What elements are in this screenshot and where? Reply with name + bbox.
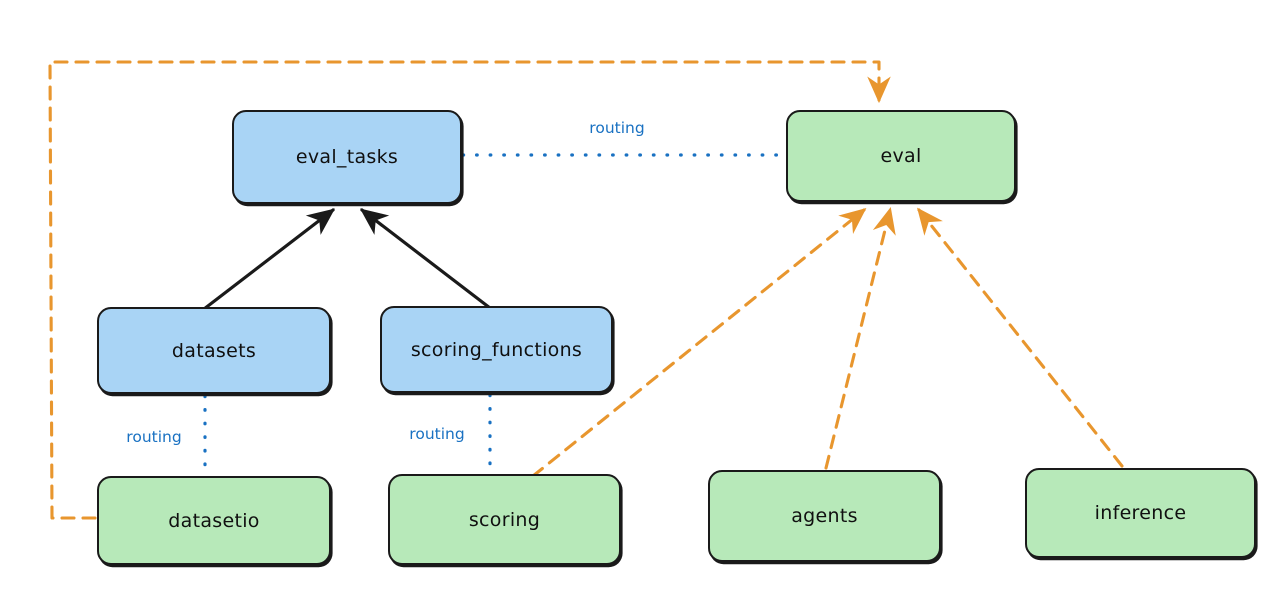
node-label: datasetio [168,509,260,532]
node-eval-tasks[interactable]: eval_tasks [232,110,462,204]
node-agents[interactable]: agents [708,470,941,562]
node-label: agents [791,505,858,527]
edge-label-routing-left: routing [126,428,182,446]
edge-agents-eval [824,206,896,470]
node-label: scoring_functions [410,338,583,361]
edge-inference-eval [917,207,1124,468]
node-label: inference [1094,502,1187,524]
node-label: scoring [468,508,541,531]
edge-datasets-eval_tasks [202,208,336,311]
node-label: datasets [171,339,257,362]
edge-datasetio-eval [48,60,891,520]
edge-label-routing-middle: routing [409,425,465,443]
node-label: eval [880,145,922,167]
node-eval[interactable]: eval [786,110,1016,202]
edge-label-routing-top: routing [589,119,645,137]
node-inference[interactable]: inference [1025,468,1256,558]
node-datasetio[interactable]: datasetio [97,476,331,565]
node-datasets[interactable]: datasets [97,307,331,394]
node-label: eval_tasks [295,146,399,168]
node-scoring-functions[interactable]: scoring_functions [380,306,613,393]
edge-scoring_functions-eval_tasks [359,208,492,310]
node-scoring[interactable]: scoring [388,474,621,565]
